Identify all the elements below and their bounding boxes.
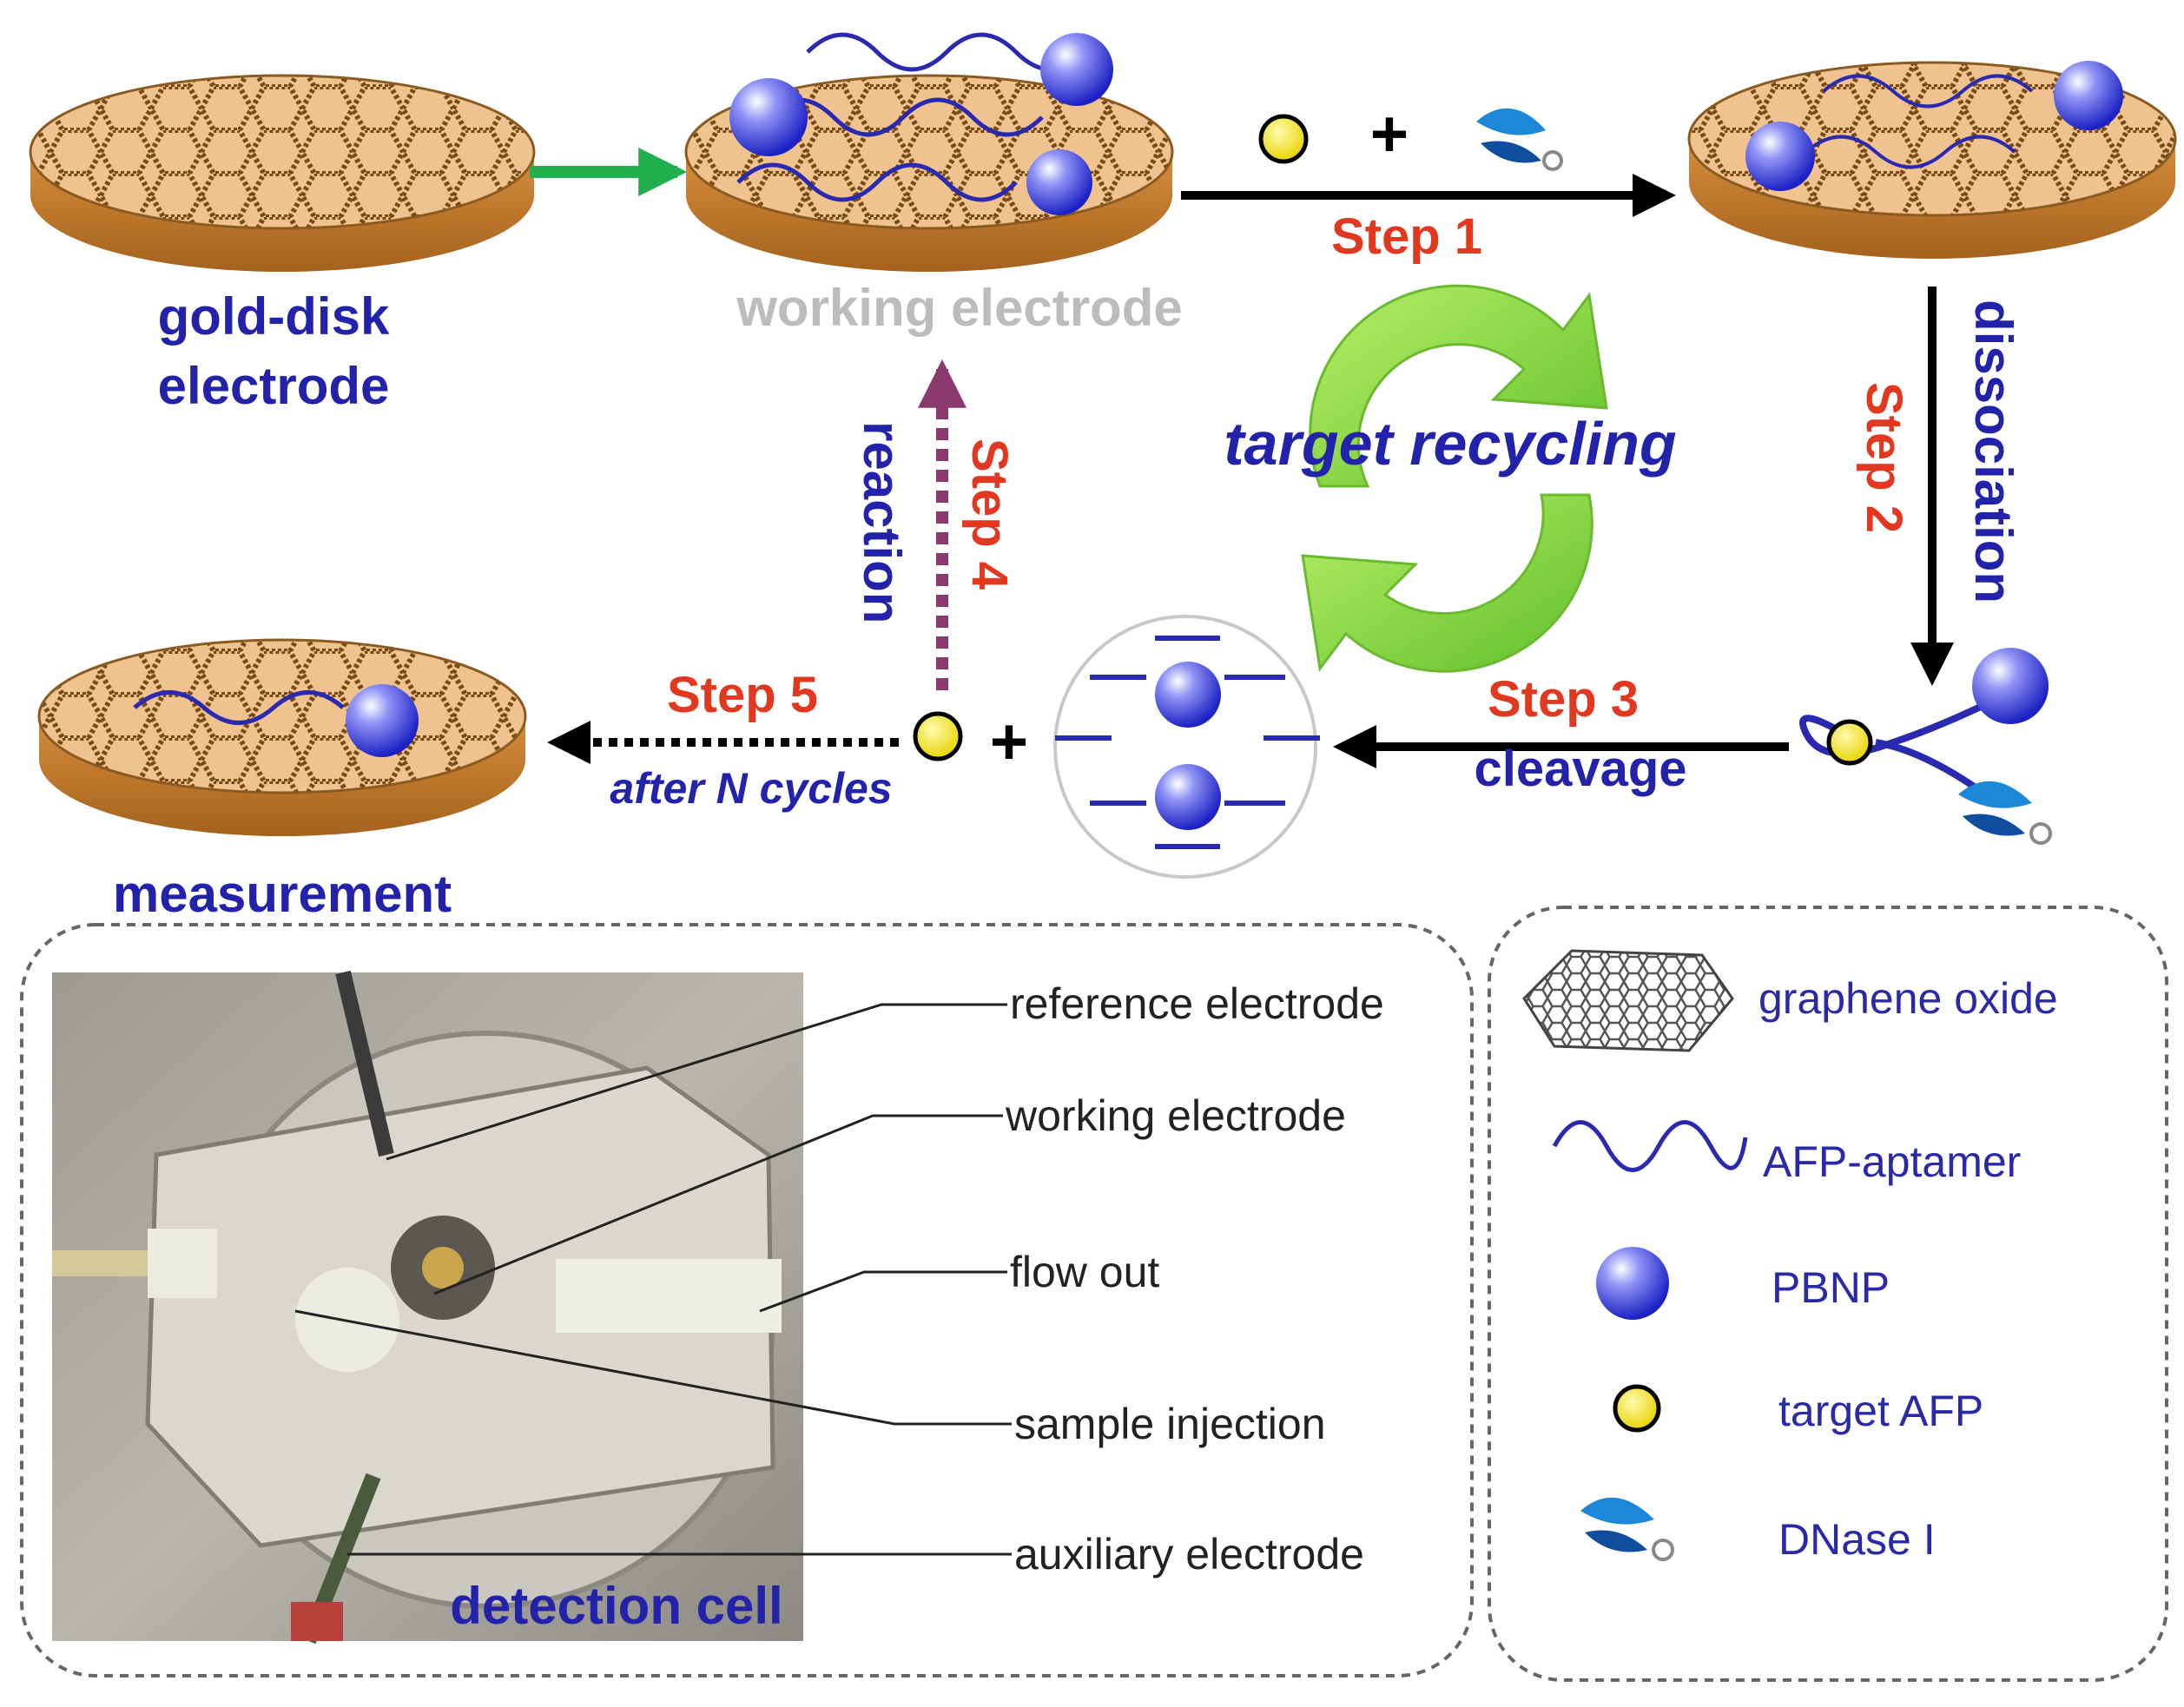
step3-label: Step 3 <box>1488 671 1639 728</box>
graphene-oxide-icon <box>1522 949 1734 1052</box>
legend-label: PBNP <box>1772 1263 1890 1312</box>
detection-cell-caption: detection cell <box>450 1577 782 1635</box>
callout-leader <box>759 1270 1007 1313</box>
pbnp-sphere <box>1040 33 1113 106</box>
measurement-label: measurement <box>113 865 452 923</box>
target-afp-icon <box>913 711 963 761</box>
pbnp-sphere <box>729 78 808 156</box>
dnase-scissors-icon <box>1958 781 2052 845</box>
working-electrode-disk <box>684 32 1174 272</box>
legend-label: target AFP <box>1778 1387 1983 1435</box>
plus-sign: + <box>990 705 1028 779</box>
step1-label: Step 1 <box>1331 208 1482 265</box>
step2-label: Step 2 <box>1856 382 1912 533</box>
gold-disk-label-line2: electrode <box>158 357 390 415</box>
recycling-arrows-icon <box>1301 284 1608 673</box>
pbnp-sphere-icon <box>1596 1247 1669 1320</box>
aptamer-strand <box>736 162 1018 202</box>
callout-sample-injection: sample injection <box>1014 1400 1326 1448</box>
cleaved-fragments <box>1053 615 1320 879</box>
dnase-scissors-icon <box>1476 108 1563 171</box>
callout-working-electrode: working electrode <box>1005 1091 1346 1140</box>
target-afp-icon <box>1258 114 1309 164</box>
gold-disk-label-line1: gold-disk <box>158 287 390 346</box>
target-afp-icon <box>1613 1384 1661 1433</box>
pbnp-sphere <box>1155 662 1221 728</box>
legend-label: graphene oxide <box>1758 974 2058 1023</box>
callout-auxiliary-electrode: auxiliary electrode <box>1014 1530 1364 1578</box>
callout-leader <box>433 1114 1003 1295</box>
callout-leader <box>294 1309 1012 1426</box>
target-recycling-label: target recycling <box>1224 410 1676 478</box>
photo-panel-border <box>20 923 1474 1677</box>
legend-panel-border <box>1488 906 2168 1682</box>
aptamer-strand <box>1805 135 2016 169</box>
target-afp-icon <box>1826 719 1873 766</box>
pbnp-sphere <box>1745 122 1815 191</box>
detection-cell-photo <box>52 970 803 1644</box>
dissociation-label: dissociation <box>1964 300 2022 603</box>
cleavage-label: cleavage <box>1474 741 1686 797</box>
working-electrode-label: working electrode <box>736 279 1182 337</box>
pbnp-sphere <box>1155 764 1221 830</box>
dissociated-electrode-disk <box>1687 61 2177 259</box>
aptamer-wave-icon <box>1552 1120 1748 1172</box>
step4-label: Step 4 <box>961 438 1018 590</box>
legend-label: AFP-aptamer <box>1763 1137 2021 1186</box>
pbnp-sphere <box>1972 648 2049 724</box>
pbnp-sphere <box>346 684 419 757</box>
callout-reference-electrode: reference electrode <box>1010 979 1384 1028</box>
measurement-electrode-disk <box>37 638 527 836</box>
dnase-scissors-icon <box>1580 1497 1674 1561</box>
aptamer-strand <box>806 32 1087 72</box>
aptamer-strand <box>762 97 1044 137</box>
legend-label: DNase I <box>1778 1515 1936 1564</box>
after-n-cycles-label: after N cycles <box>610 764 892 813</box>
plus-sign: + <box>1370 97 1409 171</box>
pbnp-sphere <box>2054 61 2123 130</box>
callout-leader <box>386 1003 1007 1161</box>
reaction-label: reaction <box>853 421 911 623</box>
aptamer-strand <box>133 690 345 725</box>
cleavage-complex <box>1799 648 2052 845</box>
pbnp-sphere <box>1026 149 1092 215</box>
callout-flow-out: flow out <box>1010 1248 1159 1296</box>
step5-label: Step 5 <box>667 667 818 723</box>
aptamer-strand <box>1822 74 2034 109</box>
gold-disk-electrode-disk <box>29 74 536 272</box>
